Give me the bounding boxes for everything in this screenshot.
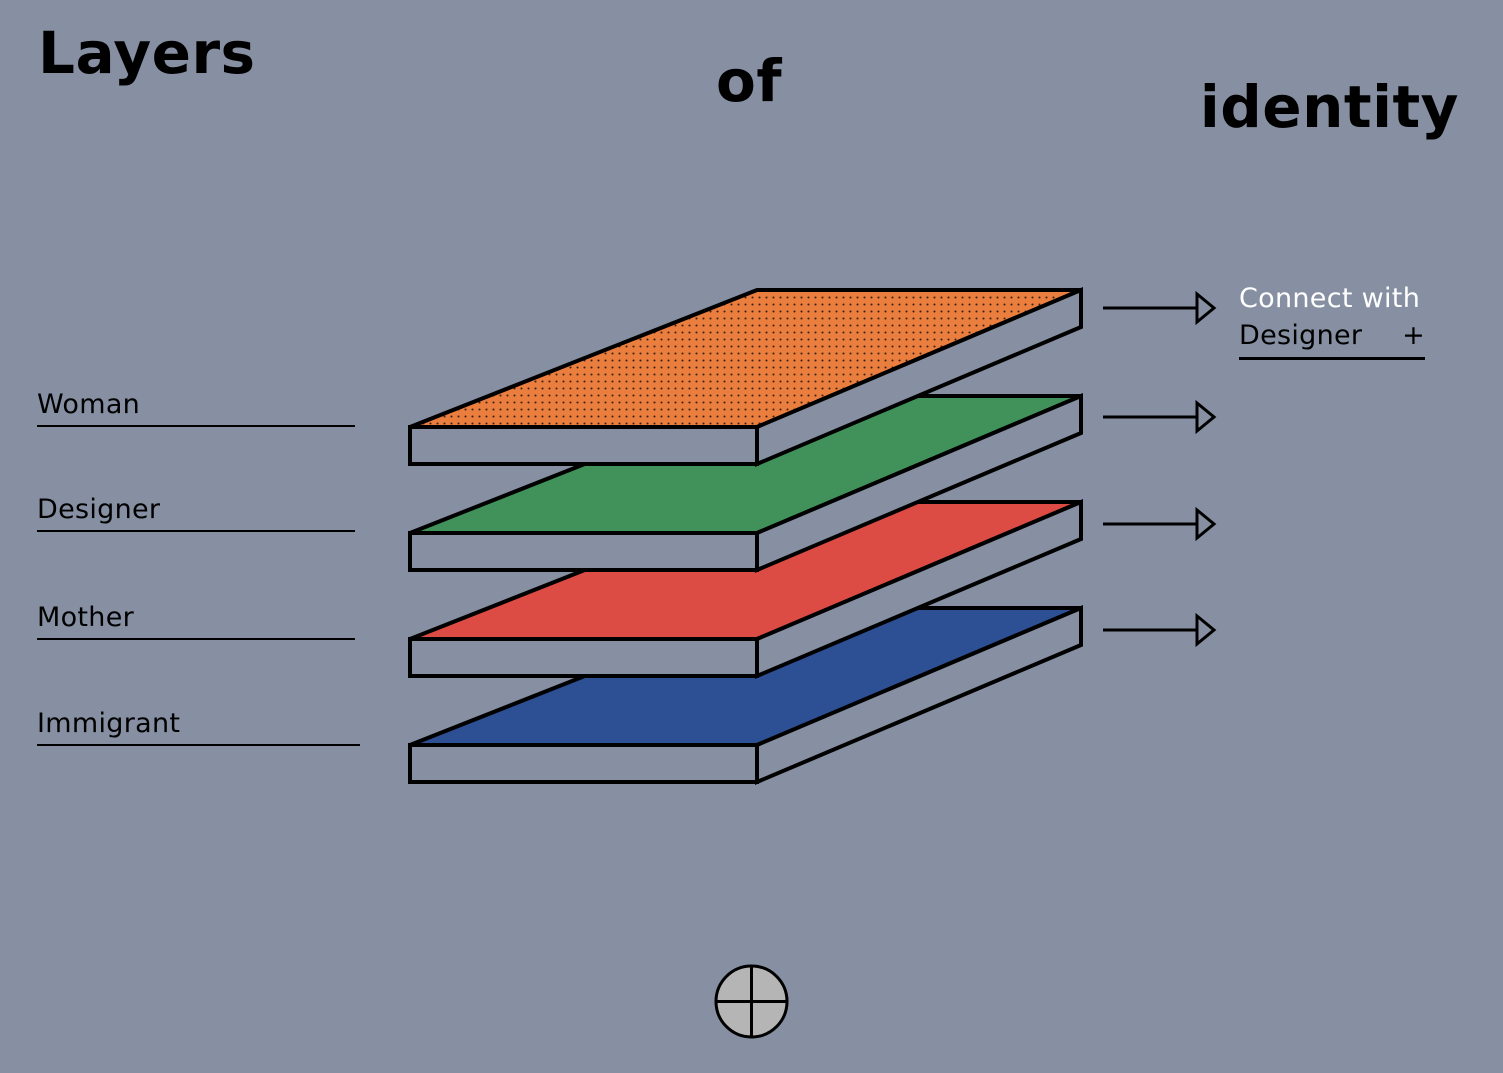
globe-icon[interactable] (714, 964, 789, 1039)
layer-label-woman[interactable]: Woman (37, 391, 355, 427)
layer-side-designer (755, 392, 1083, 574)
layer-front-designer (408, 531, 759, 572)
arrow-right-icon[interactable] (1103, 612, 1217, 648)
title-word-identity: identity (1199, 73, 1459, 141)
layer-front-immigrant (408, 743, 759, 784)
arrow-head-designer (1195, 399, 1217, 435)
layer-front-mother (408, 637, 759, 678)
connect-designer-text: Designer (1239, 320, 1363, 352)
connect-designer-row[interactable]: Designer + (1239, 317, 1425, 360)
connect-with-text: Connect with (1239, 283, 1421, 314)
arrow-right-icon[interactable] (1103, 399, 1217, 435)
layer-label-designer[interactable]: Designer (37, 496, 355, 532)
layer-front-woman (408, 425, 759, 466)
layer-label-mother[interactable]: Mother (37, 604, 355, 640)
layer-label-immigrant[interactable]: Immigrant (37, 710, 360, 746)
title-word-layers: Layers (38, 19, 256, 87)
layer-slab-woman[interactable] (408, 286, 1083, 468)
arrow-head-immigrant (1195, 612, 1217, 648)
connect-with-designer-link[interactable]: Connect with Designer + (1239, 280, 1425, 360)
arrow-right-icon[interactable] (1103, 506, 1217, 542)
title-word-of: of (716, 47, 783, 115)
layer-side-woman (755, 286, 1083, 468)
plus-icon[interactable]: + (1402, 320, 1425, 352)
arrow-head-woman (1195, 290, 1217, 326)
arrow-right-icon[interactable] (1103, 290, 1217, 326)
layer-side-immigrant (755, 604, 1083, 786)
layer-side-mother (755, 498, 1083, 680)
arrow-head-mother (1195, 506, 1217, 542)
